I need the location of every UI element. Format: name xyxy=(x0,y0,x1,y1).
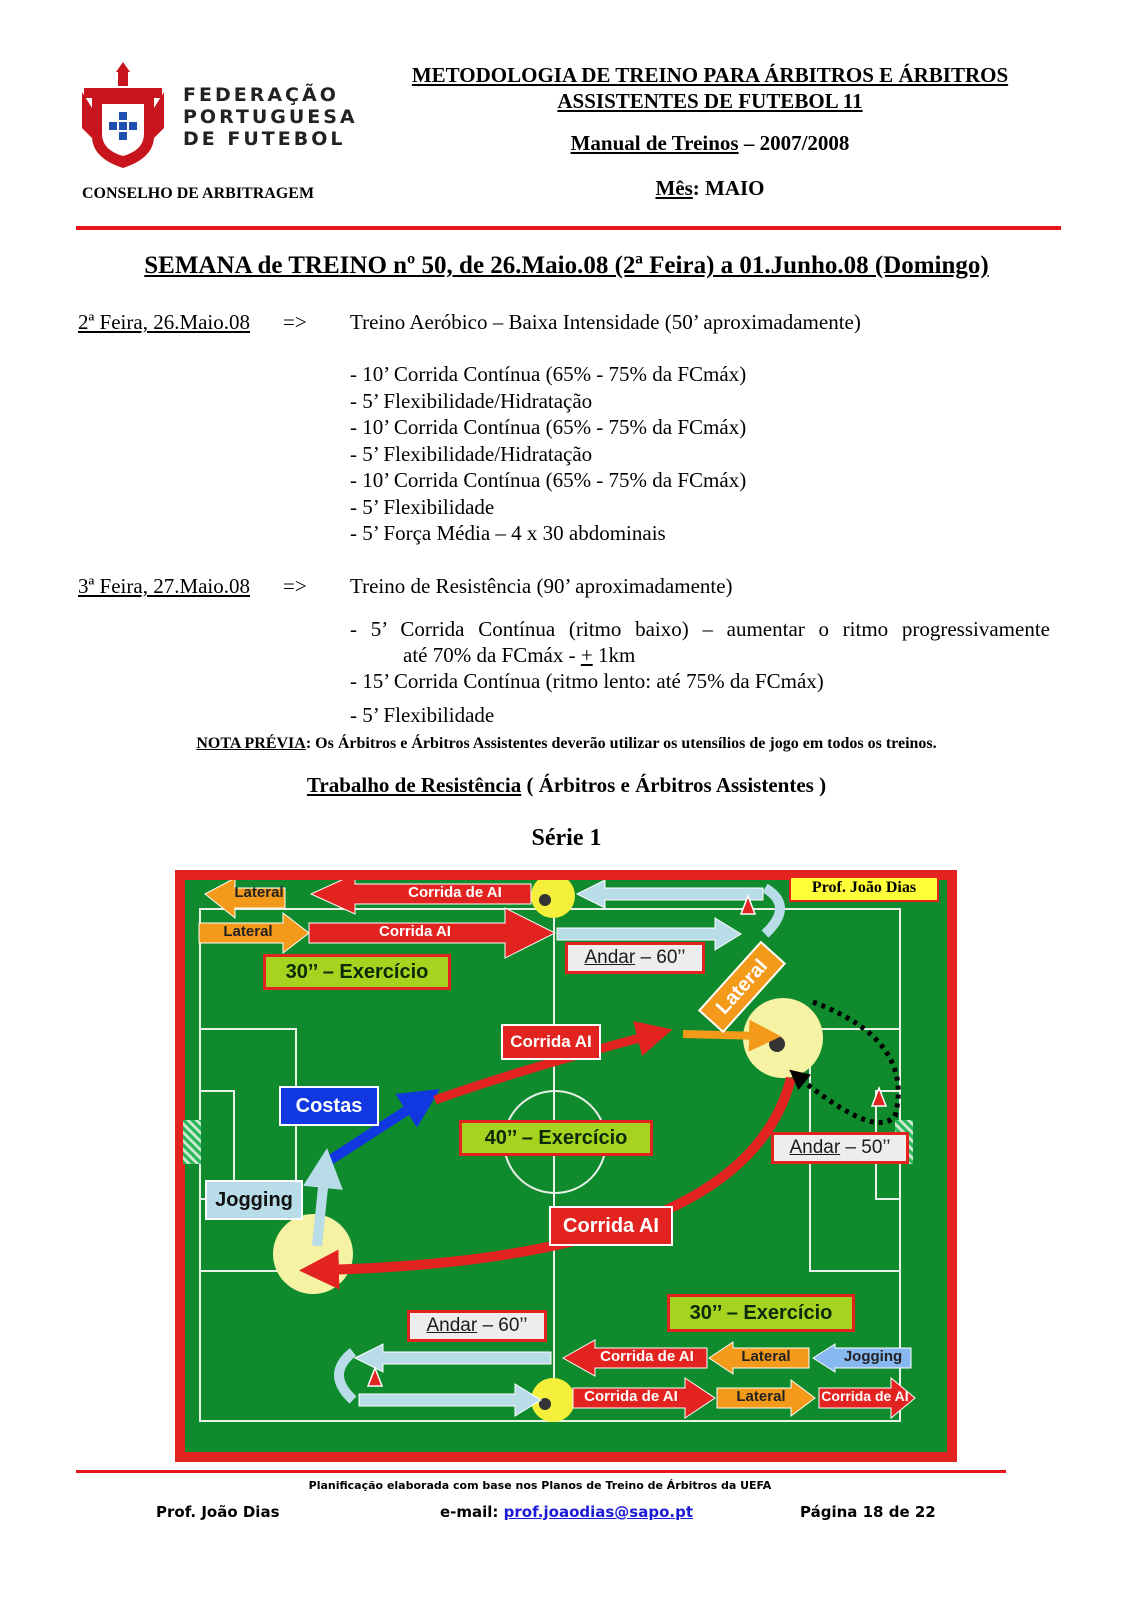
series-title: Série 1 xyxy=(531,825,602,851)
arrow-corrida-mid xyxy=(433,1021,673,1105)
fpf-logo xyxy=(78,58,168,174)
arrow-jogging xyxy=(303,1148,343,1247)
arrow-corrida-bottom3 xyxy=(818,1376,916,1420)
arrow-lateral-bottom2 xyxy=(716,1379,816,1417)
day-1-arrow: => xyxy=(283,310,307,334)
label-corrida-ai-mid: Corrida AI xyxy=(501,1024,601,1060)
football-field: Prof. João Dias Lateral Corrida de AI La… xyxy=(183,876,947,1452)
list-item: - 5’ Flexibilidade/Hidratação xyxy=(350,441,593,466)
label-lateral-bottom2: Lateral xyxy=(736,1388,786,1405)
arrow-corrida-top2 xyxy=(308,907,557,959)
day-2-arrow: => xyxy=(283,574,307,598)
referee-spot-bottom xyxy=(531,1378,575,1422)
day-1-date: 2ª Feira, 26.Maio.08 xyxy=(78,310,251,334)
list-item: - 5’ Força Média – 4 x 30 abdominais xyxy=(350,521,666,545)
arrow-corrida-bottom2 xyxy=(572,1377,716,1419)
training-diagram: Prof. João Dias Lateral Corrida de AI La… xyxy=(175,870,957,1462)
label-corrida-top: Corrida de AI xyxy=(408,884,502,901)
arrow-lateral-bottom1 xyxy=(708,1341,810,1375)
label-lateral-top2: Lateral xyxy=(223,923,273,940)
exercise-40: 40’’ – Exercício xyxy=(459,1120,653,1156)
label-lateral-top: Lateral xyxy=(234,884,284,901)
arrow-jogging-bottom xyxy=(812,1343,912,1373)
manual-line: Manual de Treinos – 2007/2008 xyxy=(570,131,850,155)
label-costas: Costas xyxy=(279,1086,379,1126)
arrow-costas xyxy=(324,1089,440,1167)
walk-60-bottom: Andar – 60’’ xyxy=(407,1310,547,1342)
list-item: - 5’ Flexibilidade xyxy=(350,494,495,519)
goal-left xyxy=(183,1120,201,1164)
arrow-walk-bottom xyxy=(353,1343,552,1373)
arrow-corrida-top xyxy=(309,880,532,915)
day-2-date: 3ª Feira, 27.Maio.08 xyxy=(78,574,251,598)
referee-spot-left xyxy=(273,1214,353,1294)
list-item: - 5’ Flexibilidade/Hidratação xyxy=(350,388,593,413)
list-item: até 70% da FCmáx - + 1km xyxy=(403,643,636,667)
day-2-session: Treino de Resistência (90’ aproximadamen… xyxy=(350,574,733,598)
label-corrida-bottom3: Corrida de AI xyxy=(821,1388,909,1404)
author-tag: Prof. João Dias xyxy=(789,876,939,902)
label-corrida-bottom2: Corrida de AI xyxy=(584,1388,678,1405)
note: NOTA PRÉVIA: Os Árbitros e Árbitros Assi… xyxy=(196,735,937,752)
work-title: Trabalho de Resistência ( Árbitros e Árb… xyxy=(306,773,827,797)
list-item: - 10’ Corrida Contínua (65% - 75% da FCm… xyxy=(350,415,747,439)
email-link[interactable]: prof.joaodias@sapo.pt xyxy=(503,1503,694,1521)
label-corrida-top2: Corrida AI xyxy=(379,923,451,940)
arrow-walk-dotted xyxy=(789,999,901,1125)
council-label: CONSELHO DE ARBITRAGEM xyxy=(82,185,315,202)
list-item: - 5’ Flexibilidade xyxy=(350,703,495,727)
label-jogging-bottom: Jogging xyxy=(843,1348,903,1365)
footer-divider xyxy=(76,1470,1006,1473)
footer-author: Prof. João Dias xyxy=(156,1503,280,1521)
footer-basis: Planificação elaborada com base nos Plan… xyxy=(308,1479,772,1492)
referee-spot-right xyxy=(743,998,823,1078)
cone-icon-right xyxy=(870,1085,888,1107)
arrow-lateral-top2 xyxy=(198,911,310,955)
cone-icon-bottom xyxy=(366,1365,384,1387)
arrow-lateral-top xyxy=(204,880,286,920)
month-line: Mês: MAIO xyxy=(655,176,765,200)
label-lateral-bottom1: Lateral xyxy=(741,1348,791,1365)
arrow-turn-bottom xyxy=(334,1348,357,1404)
walk-50: Andar – 50’’ xyxy=(771,1132,909,1164)
walk-60-top: Andar – 60’’ xyxy=(565,942,705,974)
arrow-walk-bottom2 xyxy=(358,1383,542,1417)
week-title: SEMANA de TREINO nº 50, de 26.Maio.08 (2… xyxy=(144,252,989,279)
doc-title: METODOLOGIA DE TREINO PARA ÁRBITROS E ÁR… xyxy=(411,63,1009,113)
day-1-session: Treino Aeróbico – Baixa Intensidade (50’… xyxy=(350,310,861,334)
arrow-turn-top xyxy=(761,883,785,938)
arrow-lateral-mid xyxy=(682,1019,781,1052)
cone-icon xyxy=(739,893,757,915)
footer-email: e-mail: prof.joaodias@sapo.pt xyxy=(440,1503,694,1521)
label-corrida-bottom1: Corrida de AI xyxy=(600,1348,694,1365)
referee-spot-top xyxy=(531,880,575,918)
diagram-arrows xyxy=(198,880,916,1422)
list-item: - 10’ Corrida Contínua (65% - 75% da FCm… xyxy=(350,362,747,386)
header-divider xyxy=(76,226,1061,230)
list-item: - 10’ Corrida Contínua (65% - 75% da FCm… xyxy=(350,468,747,492)
arrow-walk-top2 xyxy=(556,917,742,951)
penalty-area-left xyxy=(199,1028,297,1272)
arrow-walk-top xyxy=(575,880,764,909)
list-item: - 5’ Corrida Contínua (ritmo baixo) – au… xyxy=(350,617,1050,641)
day-1-items: - 10’ Corrida Contínua (65% - 75% da FCm… xyxy=(350,361,746,547)
label-jogging-left: Jogging xyxy=(205,1180,303,1220)
federation-name: FEDERAÇÃO PORTUGUESA DE FUTEBOL xyxy=(183,84,358,150)
arrow-corrida-bottom1 xyxy=(561,1339,708,1377)
list-item: - 15’ Corrida Contínua (ritmo lento: até… xyxy=(350,669,824,693)
label-corrida-ai-big: Corrida AI xyxy=(549,1206,673,1246)
exercise-30-top: 30’’ – Exercício xyxy=(263,954,451,990)
fpf-crest-icon xyxy=(82,62,164,168)
footer-page: Página 18 de 22 xyxy=(800,1503,936,1521)
exercise-30-bottom: 30’’ – Exercício xyxy=(667,1294,855,1332)
